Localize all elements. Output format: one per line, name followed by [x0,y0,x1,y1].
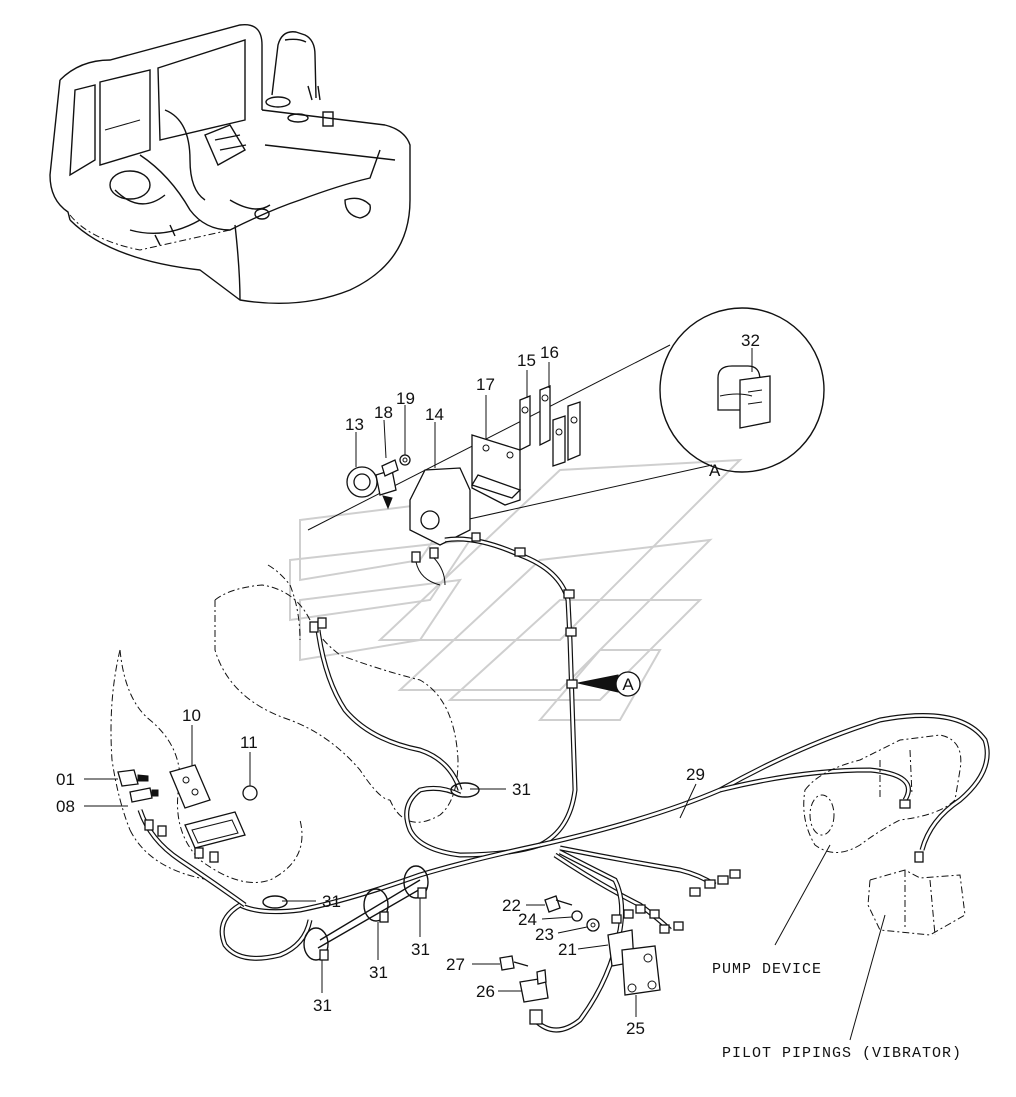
detail-marker-letter: A [622,675,634,694]
detail-leader-line [307,344,671,531]
pilot-pipings [849,869,966,1041]
callout-32: 32 [741,331,760,350]
seat-outline [110,564,459,883]
detail-view-a [307,307,825,531]
harness-clamps [262,547,578,961]
callout-25: 25 [626,1019,645,1038]
detail-marker-a: A [577,671,641,697]
bracket-assembly [346,385,581,546]
pump-device-label: PUMP DEVICE [712,961,822,978]
callout-11: 11 [240,733,258,752]
callout-17: 17 [476,375,495,394]
pilot-pipings-label: PILOT PIPINGS (VIBRATOR) [722,1045,962,1062]
pump-connectors [689,799,924,897]
callout-31: 31 [411,940,430,959]
callout-31: 31 [512,780,531,799]
callout-14: 14 [425,405,444,424]
callout-numbers: 01 08 10 11 13 14 15 16 17 18 19 21 22 2… [56,331,760,1038]
callout-19: 19 [396,389,415,408]
callout-31: 31 [322,892,341,911]
callout-13: 13 [345,415,364,434]
callout-15: 15 [517,351,536,370]
callout-24: 24 [518,910,537,929]
callout-16: 16 [540,343,559,362]
callout-21: 21 [558,940,577,959]
callout-31: 31 [369,963,388,982]
callout-31: 31 [313,996,332,1015]
callout-08: 08 [56,797,75,816]
connector-group [309,532,481,633]
callout-18: 18 [374,403,393,422]
callout-27: 27 [446,955,465,974]
callout-26: 26 [476,982,495,1001]
watermark-logo [289,458,743,721]
lower-parts [499,895,684,1025]
pump-device [774,734,962,946]
excavator-overview-illustration [49,23,411,305]
callout-10: 10 [182,706,201,725]
callout-29: 29 [686,765,705,784]
callout-23: 23 [535,925,554,944]
detail-view-label: A [709,461,721,480]
pilot-pipings-leader [849,914,886,1041]
pump-device-leader [774,844,831,946]
left-console [117,764,258,863]
callout-22: 22 [502,896,521,915]
callout-leaders [84,348,753,1017]
callout-01: 01 [56,770,75,789]
